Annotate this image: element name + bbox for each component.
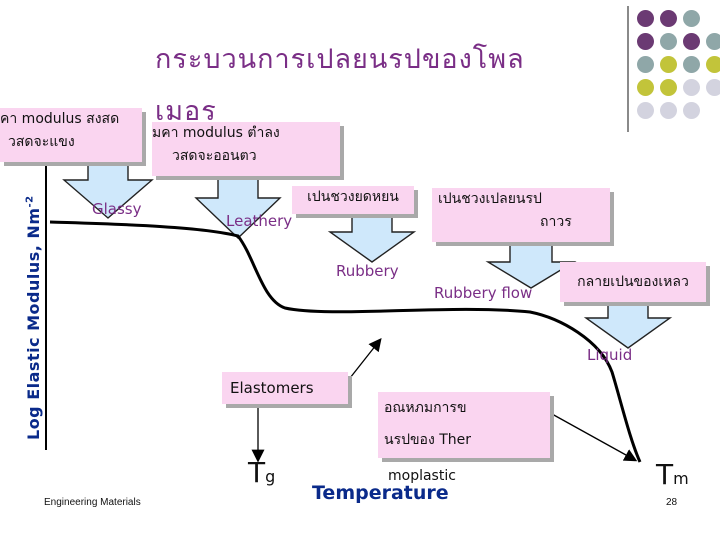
tm-label: Tm	[656, 458, 689, 491]
callout-text: คา modulus สงสด	[0, 111, 120, 127]
region-label-glassy: Glassy	[92, 200, 142, 218]
callout-text: เปนชวงเปลยนรป	[438, 191, 542, 207]
y-axis-line	[45, 150, 47, 450]
dot	[660, 33, 677, 50]
dot	[706, 56, 720, 73]
callout-text: นรปของ Ther	[384, 432, 472, 448]
dot	[637, 79, 654, 96]
callout-thermoplastic: อณหภมการข นรปของ Ther	[378, 392, 550, 458]
dot	[706, 79, 720, 96]
title-line-2: เมอร	[155, 96, 217, 127]
callout-high-modulus: คา modulus สงสด วสดจะแขง	[0, 108, 142, 162]
dot	[683, 33, 700, 50]
region-label-elastomers: Elastomers	[230, 379, 314, 397]
dot	[637, 102, 654, 119]
callout-text: เปนชวงยดหยน	[307, 189, 399, 205]
callout-liquid-change: กลายเปนของเหลว	[560, 262, 706, 302]
region-label-rubbery: Rubbery	[336, 262, 399, 280]
callout-transition: เปนชวงยดหยน	[292, 186, 414, 214]
dot	[660, 79, 677, 96]
callout-text: อณหภมการข	[384, 400, 467, 416]
callout-text: ถาวร	[540, 214, 572, 230]
region-label-leathery: Leathery	[226, 212, 293, 230]
elastomer-pointer-line	[349, 337, 382, 379]
region-label-rubbery-flow: Rubbery flow	[434, 284, 533, 302]
callout-text: มคา modulus ตำลง	[152, 125, 280, 141]
thermoplastic-pointer-line	[551, 413, 638, 462]
callout-text: วสดจะออนตว	[172, 148, 257, 164]
x-axis-label: Temperature	[312, 482, 449, 504]
divider-line	[627, 6, 629, 132]
thermoplastic-continuation: moplastic	[388, 468, 456, 484]
dot	[683, 10, 700, 27]
footer-source: Engineering Materials	[44, 497, 141, 508]
page-title: กระบวนการเปลยนรปของโพล เมอร	[155, 34, 525, 138]
dot	[660, 56, 677, 73]
callout-low-modulus: มคา modulus ตำลง วสดจะออนตว	[152, 122, 340, 176]
tg-label: Tg	[248, 456, 276, 489]
page-number: 28	[666, 497, 678, 508]
callout-elastomers: Elastomers	[222, 372, 348, 404]
title-line-1: กระบวนการเปลยนรปของโพล	[155, 44, 525, 75]
dot	[660, 10, 677, 27]
dot	[637, 56, 654, 73]
y-axis-label: Log Elastic Modulus, Nm-2	[24, 195, 43, 440]
dot	[637, 33, 654, 50]
callout-text: วสดจะแขง	[8, 134, 75, 150]
region-label-liquid: Liquid	[587, 346, 633, 364]
dot	[660, 102, 677, 119]
callout-text: กลายเปนของเหลว	[577, 274, 689, 290]
dot	[683, 79, 700, 96]
callout-rubbery-region: เปนชวงเปลยนรป ถาวร	[432, 188, 610, 242]
dot	[683, 102, 700, 119]
dot	[683, 56, 700, 73]
dot	[706, 33, 720, 50]
dot	[637, 10, 654, 27]
modulus-curve	[49, 220, 642, 463]
